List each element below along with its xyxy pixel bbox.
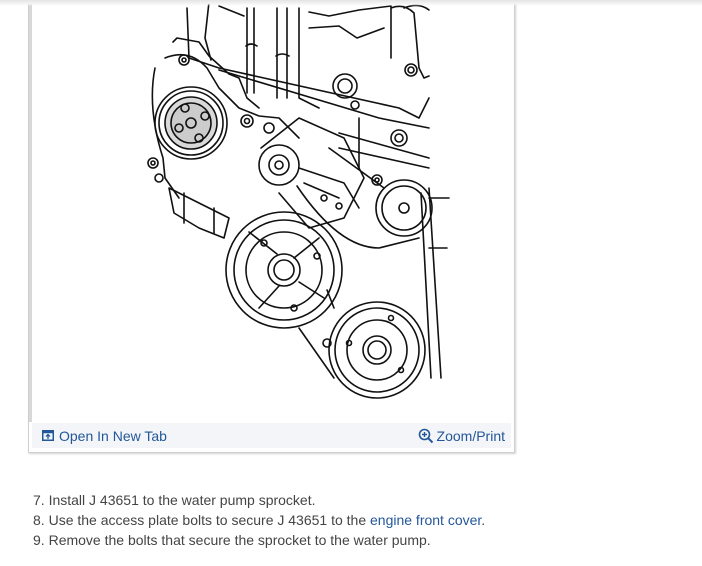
figure-border <box>29 0 32 422</box>
zoom-print-link[interactable]: Zoom/Print <box>418 428 505 444</box>
step-8: 8. Use the access plate bolts to secure … <box>33 510 485 530</box>
step-text: Install J 43651 to the water pump sprock… <box>48 492 316 508</box>
step-number: 7. <box>33 492 45 508</box>
engine-front-cover-link[interactable]: engine front cover <box>370 512 482 528</box>
step-text: Use the access plate bolts to secure J 4… <box>48 512 370 528</box>
figure-container: Open In New Tab Zoom/Print <box>28 0 515 453</box>
zoom-in-icon <box>418 428 433 443</box>
open-in-new-tab-icon <box>42 430 54 441</box>
step-7: 7. Install J 43651 to the water pump spr… <box>33 490 485 510</box>
step-number: 9. <box>33 532 45 548</box>
step-text-end: . <box>481 512 486 528</box>
top-shadow <box>0 0 702 6</box>
figure-footer: Open In New Tab Zoom/Print <box>32 423 511 448</box>
procedure-steps: 7. Install J 43651 to the water pump spr… <box>33 490 485 550</box>
engine-diagram-image <box>147 1 450 399</box>
step-number: 8. <box>33 512 45 528</box>
zoom-print-label: Zoom/Print <box>436 427 505 444</box>
open-in-new-tab-link[interactable]: Open In New Tab <box>42 428 167 444</box>
step-9: 9. Remove the bolts that secure the spro… <box>33 530 485 550</box>
open-in-new-tab-label: Open In New Tab <box>59 427 167 444</box>
step-text: Remove the bolts that secure the sprocke… <box>48 532 431 548</box>
